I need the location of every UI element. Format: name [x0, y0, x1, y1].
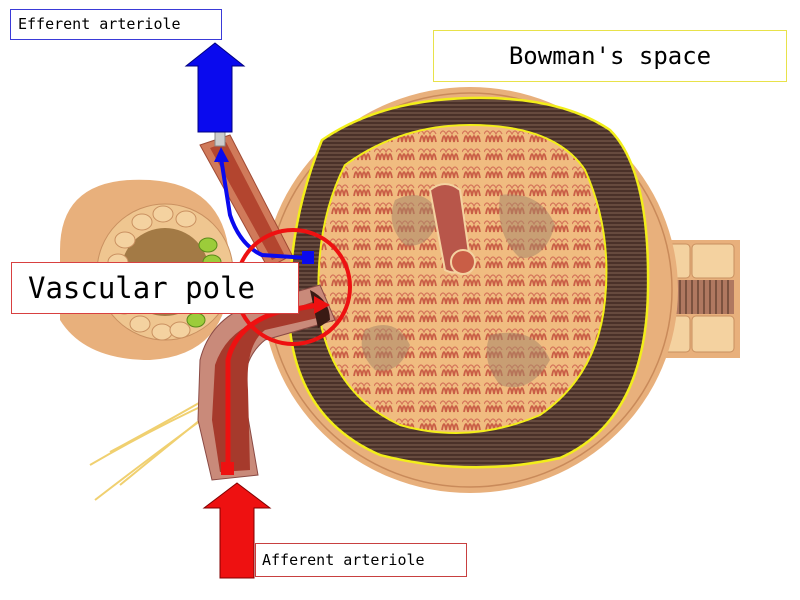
efferent-flow-path — [219, 157, 309, 260]
afferent-arrow-icon — [202, 482, 272, 579]
mesangial-regions — [361, 194, 555, 388]
capillary-tuft — [317, 123, 608, 434]
afferent-flow-arrowhead — [314, 296, 330, 314]
efferent-arteriole-label: Efferent arteriole — [10, 9, 222, 40]
bowmans-space-label: Bowman's space — [433, 30, 787, 82]
vascular-pole-label: Vascular pole — [11, 262, 299, 314]
efferent-flow-start-marker — [302, 251, 314, 264]
afferent-flow-end-marker — [221, 462, 234, 475]
efferent-flow-arrowhead — [214, 147, 229, 162]
glomerulus — [262, 87, 678, 493]
afferent-arteriole-label: Afferent arteriole — [255, 543, 467, 577]
capillary-lumen — [428, 183, 476, 275]
bowman-outline — [288, 96, 650, 469]
efferent-arrow-icon — [184, 42, 246, 133]
